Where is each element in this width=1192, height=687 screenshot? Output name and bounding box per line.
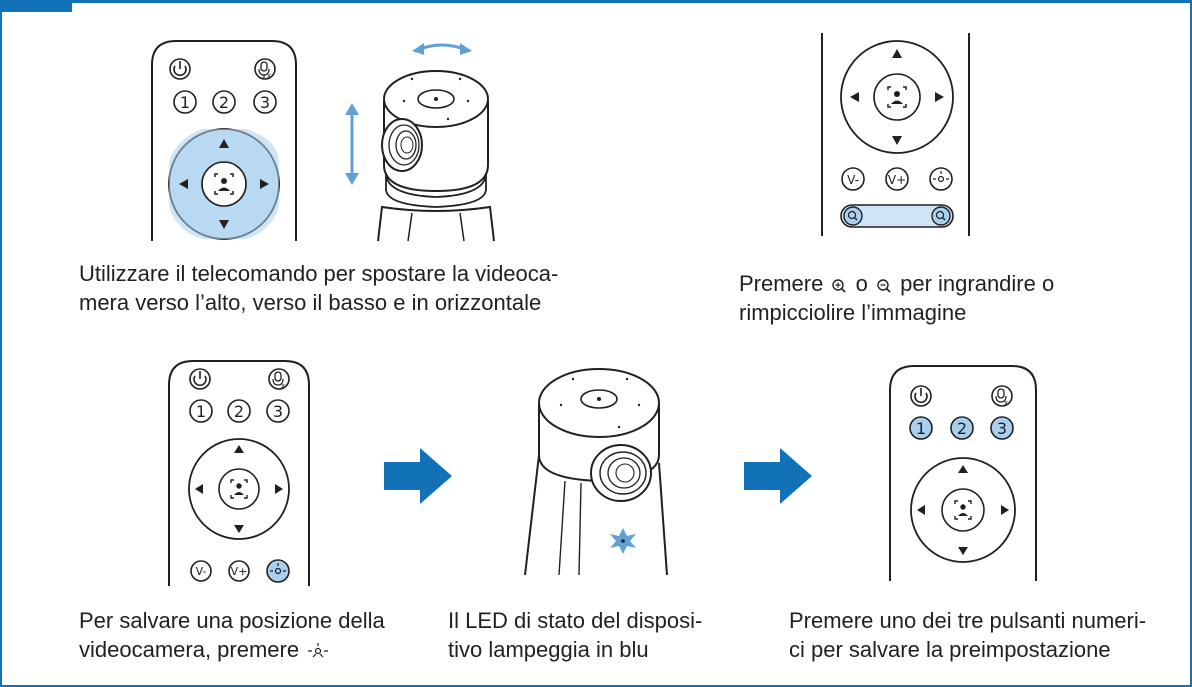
svg-text:1: 1 (196, 402, 206, 421)
svg-text:V-: V- (196, 565, 207, 578)
volume-down-button: V- (841, 167, 865, 191)
remote-control-2: V- V+ (821, 33, 970, 236)
power-icon (169, 58, 191, 80)
volume-up-button: V+ (885, 167, 909, 191)
preset-save-icon (266, 559, 290, 583)
svg-text:2: 2 (957, 419, 967, 438)
mic-mute-icon: x (991, 385, 1013, 407)
caption-led-status: Il LED di stato del disposi- tivo lampeg… (448, 608, 703, 662)
preset-2-label: 2 (219, 93, 229, 112)
zoom-in-icon (832, 279, 847, 293)
volume-down-button: V- (190, 560, 212, 582)
power-icon (189, 368, 211, 390)
led-flash-icon (610, 528, 636, 554)
remote-control-3: x 1 2 3 (168, 360, 310, 586)
corner-tab (0, 0, 72, 12)
svg-text:x: x (281, 382, 285, 390)
dpad (188, 438, 290, 540)
svg-text:2: 2 (234, 402, 244, 421)
preset-1-label: 1 (180, 93, 190, 112)
camera-device (345, 43, 495, 242)
zoom-bar-highlighted (840, 204, 954, 228)
caption-save-preset: Premere uno dei tre pulsanti numeri- ci … (789, 608, 1147, 662)
remote-control-1: x 1 2 3 (151, 40, 297, 241)
svg-text:3: 3 (273, 402, 283, 421)
preset-buttons: 1 2 3 (173, 90, 277, 114)
svg-text:3: 3 (997, 419, 1007, 438)
zoom-out-icon (935, 210, 946, 221)
remote-control-4: x 1 2 3 (889, 365, 1037, 581)
pan-arrow-icon (412, 43, 472, 55)
caption-pan-tilt: Utilizzare il telecomando per spostare l… (79, 261, 559, 315)
dpad-highlighted (168, 128, 280, 240)
svg-text:1: 1 (916, 419, 926, 438)
mic-mute-icon: x (254, 58, 276, 80)
svg-text:x: x (267, 72, 271, 80)
preset-3-label: 3 (260, 93, 270, 112)
volume-up-button: V+ (228, 560, 250, 582)
svg-text:x: x (1004, 399, 1008, 407)
auto-framing-icon (230, 479, 248, 499)
camera-lens (381, 118, 423, 172)
auto-framing-icon (887, 86, 907, 108)
tilt-arrow-icon (345, 103, 359, 185)
preset-save-icon (929, 167, 953, 191)
svg-text:V+: V+ (231, 565, 248, 578)
preset-save-icon (308, 643, 329, 658)
camera-lens (590, 444, 652, 502)
zoom-out-icon (877, 279, 891, 293)
caption-zoom: Premere o per ingrandire o rimpicciolire… (739, 271, 1055, 325)
mic-mute-icon: x (268, 368, 290, 390)
auto-framing-icon (954, 500, 972, 520)
preset-buttons-highlighted: 1 2 3 (909, 416, 1014, 440)
svg-text:V-: V- (847, 173, 859, 187)
auto-framing-icon (214, 173, 234, 195)
power-icon (910, 385, 932, 407)
right-arrow-icon (384, 448, 452, 504)
camera-device-led (524, 368, 668, 576)
dpad (840, 40, 954, 154)
right-arrow-icon (744, 448, 812, 504)
zoom-in-icon (847, 210, 858, 221)
caption-save-position: Per salvare una posizione della videocam… (79, 608, 385, 662)
dpad (910, 457, 1016, 563)
preset-buttons: 1 2 3 (189, 399, 290, 423)
svg-text:V+: V+ (888, 173, 906, 187)
